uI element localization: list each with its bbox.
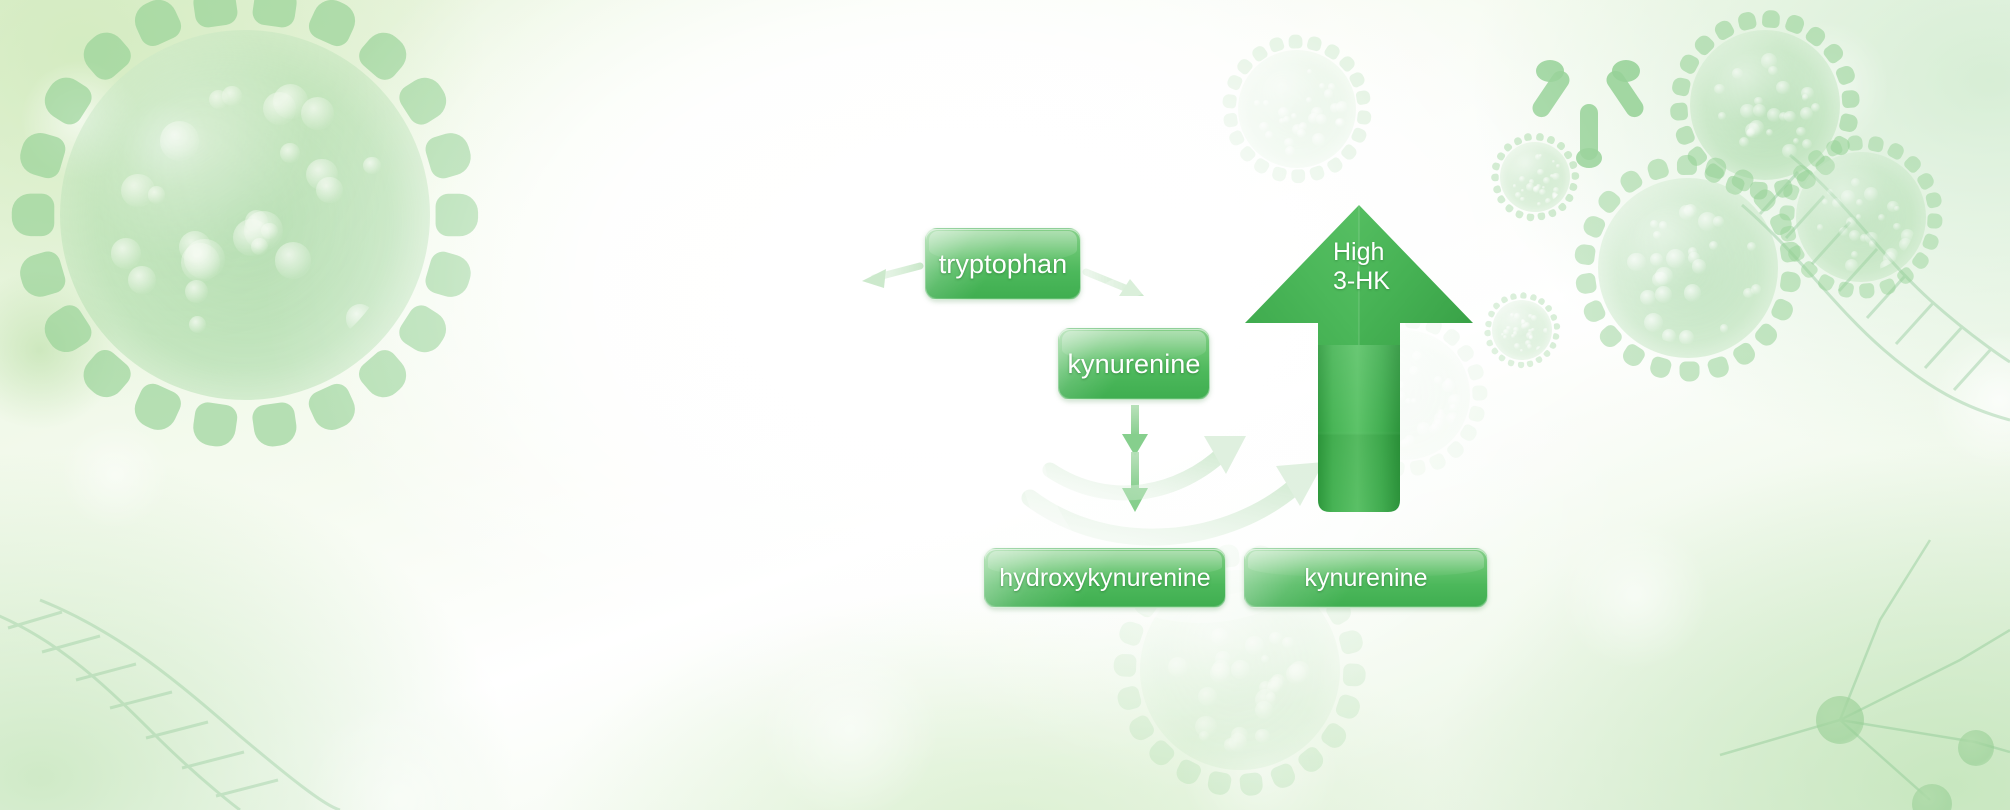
node-tryptophan-label: tryptophan [939, 249, 1068, 280]
high-3hk-label: High 3-HK [1333, 238, 1390, 296]
arrow-label-line-2: 3-HK [1333, 267, 1390, 296]
connector-trp-left-arrow [862, 266, 920, 288]
connector-kyn-down-1 [1122, 405, 1148, 456]
node-tryptophan[interactable]: tryptophan [925, 228, 1081, 300]
node-hydroxykynurenine-label: hydroxykynurenine [999, 564, 1211, 593]
node-kynurenine-bottom[interactable]: kynurenine [1244, 548, 1488, 608]
node-hydroxykynurenine[interactable]: hydroxykynurenine [984, 548, 1226, 608]
node-kynurenine-bottom-label: kynurenine [1304, 564, 1427, 593]
node-kynurenine-mid[interactable]: kynurenine [1058, 328, 1210, 400]
connector-kyn-down-2 [1122, 452, 1148, 512]
node-kynurenine-mid-label: kynurenine [1067, 349, 1200, 380]
connector-curve-inner [1050, 436, 1246, 493]
arrow-label-line-1: High [1333, 238, 1390, 267]
